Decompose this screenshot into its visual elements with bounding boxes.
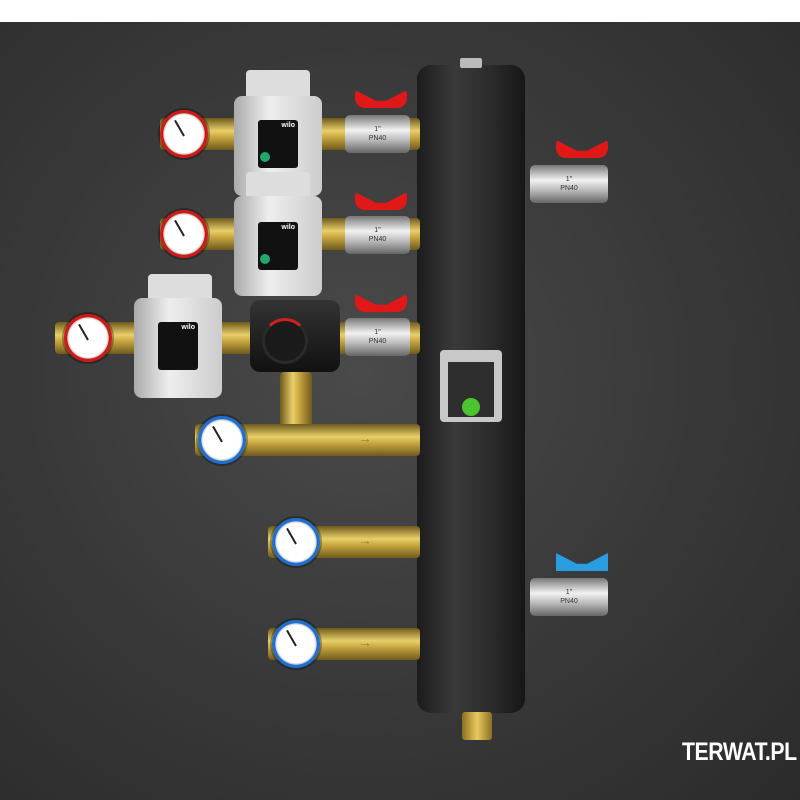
return-3-thermometer — [272, 620, 320, 668]
drain-valve — [462, 712, 492, 740]
circuit-2-ball-valve[interactable]: 1" PN40 — [345, 216, 410, 254]
sight-glass-indicator — [462, 398, 480, 416]
circuit-3-pump-display: wilo — [158, 322, 198, 370]
valve-size: 1" — [565, 589, 573, 596]
valve-pressure: PN40 — [560, 185, 578, 192]
boiler-supply-ball-valve[interactable]: 1" PN40 — [530, 165, 608, 203]
bypass-tee — [280, 372, 312, 432]
flow-arrow-icon: → — [358, 532, 372, 548]
valve-pressure: PN40 — [368, 135, 387, 142]
valve-size: 1" — [374, 329, 381, 336]
boiler-return-ball-valve[interactable]: 1" PN40 — [530, 578, 608, 616]
valve-size: 1" — [565, 176, 573, 183]
circuit-1-pump-head — [246, 70, 310, 100]
valve-pressure: PN40 — [368, 338, 387, 345]
circuit-3-ball-valve[interactable]: 1" PN40 — [345, 318, 410, 356]
circuit-1-thermometer — [160, 110, 208, 158]
circuit-2-pump-led — [260, 254, 270, 264]
valve-size: 1" — [374, 126, 381, 133]
circuit-2-thermometer — [160, 210, 208, 258]
valve-pressure: PN40 — [560, 598, 578, 605]
valve-size: 1" — [374, 227, 381, 234]
return-2-thermometer — [272, 518, 320, 566]
actuator-knob[interactable] — [262, 318, 308, 364]
valve-pressure: PN40 — [368, 236, 387, 243]
return-1-thermometer — [198, 416, 246, 464]
air-vent-cap — [460, 58, 482, 68]
circuit-1-ball-valve[interactable]: 1" PN40 — [345, 115, 410, 153]
watermark-logo: TERWAT.PL — [682, 738, 797, 766]
flow-arrow-icon: → — [358, 634, 372, 650]
flow-arrow-icon: → — [358, 430, 372, 446]
circuit-3-thermometer — [64, 314, 112, 362]
circuit-1-pump-led — [260, 152, 270, 162]
